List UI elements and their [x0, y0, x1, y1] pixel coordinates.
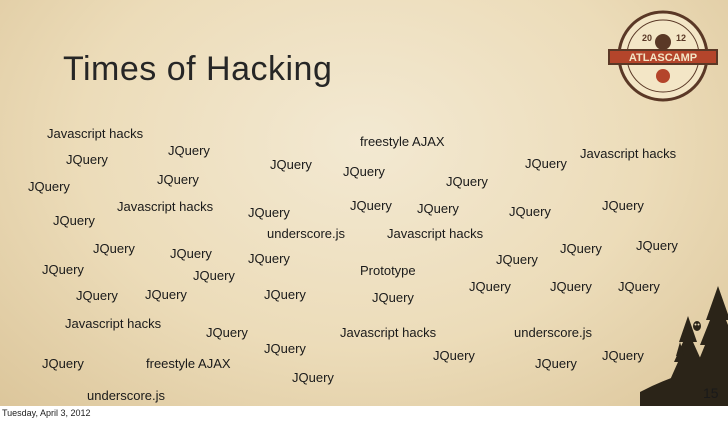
word-jquery-7: JQuery — [28, 179, 70, 194]
word-jquery-25: JQuery — [618, 279, 660, 294]
forest-silhouette — [640, 286, 728, 406]
word-jquery-28: JQuery — [264, 287, 306, 302]
word-jquery-27: JQuery — [145, 287, 187, 302]
word-javascript-hacks-3: Javascript hacks — [117, 199, 214, 214]
word-jquery-19: JQuery — [636, 238, 678, 253]
word-javascript-hacks-2: Javascript hacks — [580, 146, 677, 161]
word-javascript-hacks-1: Javascript hacks — [47, 126, 144, 141]
logo-year-left: 20 — [642, 33, 652, 43]
owl-icon — [693, 321, 701, 331]
word-jquery-35: JQuery — [602, 348, 644, 363]
word-jquery-6: JQuery — [157, 172, 199, 187]
word-jquery-30: JQuery — [206, 325, 248, 340]
word-jquery-13: JQuery — [602, 198, 644, 213]
word-jquery-5: JQuery — [525, 156, 567, 171]
word-underscore-js-3: underscore.js — [87, 388, 166, 403]
word-jquery-2: JQuery — [66, 152, 108, 167]
word-jquery-26: JQuery — [76, 288, 118, 303]
footer-date: Tuesday, April 3, 2012 — [2, 408, 91, 418]
word-jquery-8: JQuery — [446, 174, 488, 189]
word-jquery-29: JQuery — [372, 290, 414, 305]
word-jquery-3: JQuery — [270, 157, 312, 172]
word-jquery-11: JQuery — [248, 205, 290, 220]
word-jquery-21: JQuery — [42, 262, 84, 277]
word-jquery-34: JQuery — [535, 356, 577, 371]
word-jquery-9: JQuery — [350, 198, 392, 213]
word-jquery-1: JQuery — [168, 143, 210, 158]
word-jquery-31: JQuery — [264, 341, 306, 356]
word-jquery-4: JQuery — [343, 164, 385, 179]
word-prototype: Prototype — [360, 263, 416, 278]
word-jquery-22: JQuery — [193, 268, 235, 283]
presentation-slide: 20 12 ATLASCAMP Times of Hacking Javascr… — [0, 0, 728, 406]
word-jquery-36: JQuery — [292, 370, 334, 385]
word-jquery-14: JQuery — [53, 213, 95, 228]
word-freestyle-ajax-2: freestyle AJAX — [146, 356, 231, 371]
word-jquery-15: JQuery — [93, 241, 135, 256]
slide-title: Times of Hacking — [63, 50, 333, 88]
word-jquery-18: JQuery — [560, 241, 602, 256]
word-jquery-16: JQuery — [170, 246, 212, 261]
word-jquery-10: JQuery — [417, 201, 459, 216]
word-jquery-23: JQuery — [469, 279, 511, 294]
word-freestyle-ajax-1: freestyle AJAX — [360, 134, 445, 149]
word-jquery-24: JQuery — [550, 279, 592, 294]
word-underscore-js-1: underscore.js — [267, 226, 346, 241]
logo-wordmark: ATLASCAMP — [629, 52, 697, 64]
word-jquery-32: JQuery — [42, 356, 84, 371]
word-jquery-33: JQuery — [433, 348, 475, 363]
word-jquery-12: JQuery — [509, 204, 551, 219]
logo-year-right: 12 — [676, 33, 686, 43]
page-number: 15 — [703, 385, 719, 401]
word-javascript-hacks-4: Javascript hacks — [387, 226, 484, 241]
word-javascript-hacks-6: Javascript hacks — [340, 325, 437, 340]
atlascamp-logo: 20 12 ATLASCAMP — [608, 10, 718, 102]
word-jquery-20: JQuery — [496, 252, 538, 267]
word-jquery-17: JQuery — [248, 251, 290, 266]
word-underscore-js-2: underscore.js — [514, 325, 593, 340]
word-javascript-hacks-5: Javascript hacks — [65, 316, 162, 331]
